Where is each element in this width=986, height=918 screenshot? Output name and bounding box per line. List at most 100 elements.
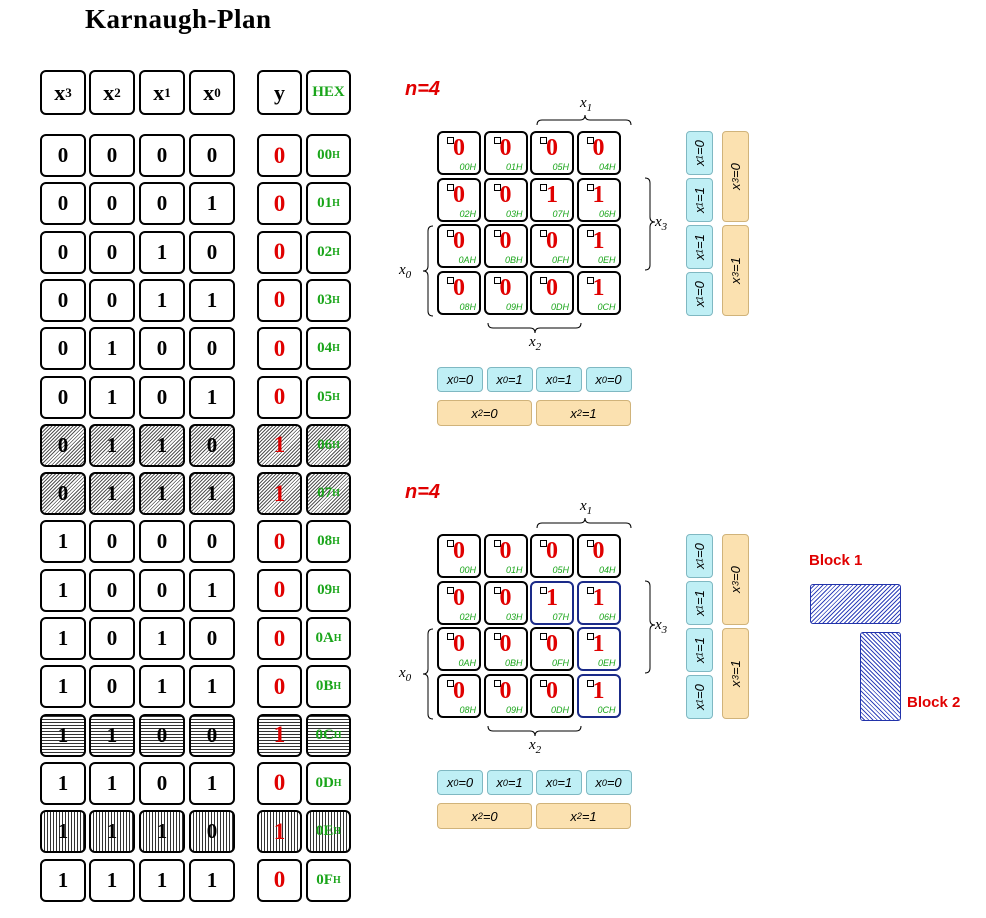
eq-index: 0 xyxy=(453,374,459,385)
eq-var: x xyxy=(570,405,577,421)
cell-value: 0 xyxy=(499,228,512,255)
cell-marker-icon xyxy=(493,680,501,688)
eq-index: 0 xyxy=(552,777,558,788)
cell-hex: 00H xyxy=(459,162,476,172)
kmap1-x1-label-var: x xyxy=(580,95,587,111)
kmap2-n-label: n=4 xyxy=(405,481,441,503)
row-2-x2: 0 xyxy=(89,230,135,274)
kmap1-x3-label: x3 xyxy=(655,214,667,233)
row-11-x3: 1 xyxy=(40,665,86,709)
row-5-x1: 0 xyxy=(139,375,185,419)
cell-marker-icon xyxy=(540,137,547,144)
eq-var: x xyxy=(692,159,707,167)
cell-marker-icon xyxy=(447,633,454,641)
header-var: x xyxy=(103,79,115,105)
cell-hex: 0FH xyxy=(551,255,569,266)
cell-marker-icon xyxy=(586,540,594,547)
eq-index: 2 xyxy=(576,408,582,418)
eq-val: =1 xyxy=(581,405,597,421)
kmap1-x0-label-index: 0 xyxy=(405,269,412,281)
cell-hex: 0BH xyxy=(504,255,523,266)
row-14-x2: 1 xyxy=(89,810,135,854)
row-12-x0: 0 xyxy=(189,713,235,757)
cell-hex: 05H xyxy=(552,162,569,172)
eq-val: =1 xyxy=(692,186,707,202)
eq-index: 1 xyxy=(694,201,705,207)
row-8-x2: 0 xyxy=(89,520,135,564)
cell-value: 0 xyxy=(546,538,558,564)
row-8-y: 0 xyxy=(257,520,302,564)
row-0-x0: 0 xyxy=(189,134,235,177)
cell-value: 0 xyxy=(499,584,512,611)
cell-marker-icon xyxy=(540,230,547,238)
row-2-y: 0 xyxy=(257,230,302,274)
row-9-x3: 1 xyxy=(40,568,86,612)
cell-hex: 0EH xyxy=(597,255,616,266)
header-index: 0 xyxy=(214,84,221,100)
cell-marker-icon xyxy=(586,277,594,285)
cell-marker-icon xyxy=(493,586,501,594)
eq-var: x xyxy=(692,609,707,617)
hex-suffix: H xyxy=(332,150,340,161)
row-6-x0: 0 xyxy=(189,423,235,467)
kmap1-x2-label: x2 xyxy=(529,334,541,353)
block-2-label: Block 2 xyxy=(907,694,961,711)
cell-value: 0 xyxy=(453,228,465,255)
row-7-x0: 1 xyxy=(189,472,235,516)
cell-marker-icon xyxy=(540,183,547,191)
header-var: x xyxy=(203,79,215,105)
eq-index: 2 xyxy=(576,811,582,821)
block-2-swatch xyxy=(860,632,901,721)
row-1-y: 0 xyxy=(257,182,302,226)
row-13-x1: 0 xyxy=(139,761,185,805)
cell-value: 0 xyxy=(453,275,465,302)
hex-value: 02 xyxy=(317,243,333,260)
cell-marker-icon xyxy=(447,540,454,547)
row-5-x2: 1 xyxy=(89,375,135,419)
eq-index: 1 xyxy=(694,248,705,254)
hex-suffix: H xyxy=(332,343,340,355)
kmap1-x0-label: x0 xyxy=(399,262,411,281)
block-1-label: Block 1 xyxy=(809,552,863,569)
eq-var: x xyxy=(728,183,743,190)
kmap2-x0-label-index: 0 xyxy=(405,672,412,684)
eq-val: =1 xyxy=(728,660,743,676)
row-2-x0: 0 xyxy=(189,230,235,274)
hex-suffix: H xyxy=(333,777,342,789)
cell-marker-icon xyxy=(447,586,454,594)
hex-value: 09 xyxy=(317,581,333,598)
cell-hex: 0AH xyxy=(458,255,476,266)
row-12-y: 1 xyxy=(257,713,302,757)
row-8-x0: 0 xyxy=(189,520,235,564)
eq-val: =0 xyxy=(458,372,474,387)
eq-val: =0 xyxy=(606,372,622,387)
eq-index: 0 xyxy=(502,777,508,788)
hex-suffix: H xyxy=(332,391,340,403)
kmap1-x2-label-index: 2 xyxy=(535,341,542,353)
cell-marker-icon xyxy=(586,680,594,688)
cell-marker-icon xyxy=(493,633,501,641)
hex-suffix: H xyxy=(333,681,342,693)
eq-index: 0 xyxy=(502,374,508,385)
cell-hex: 00H xyxy=(459,565,476,575)
hex-value: 00 xyxy=(317,147,333,163)
hex-suffix: H xyxy=(332,488,340,500)
